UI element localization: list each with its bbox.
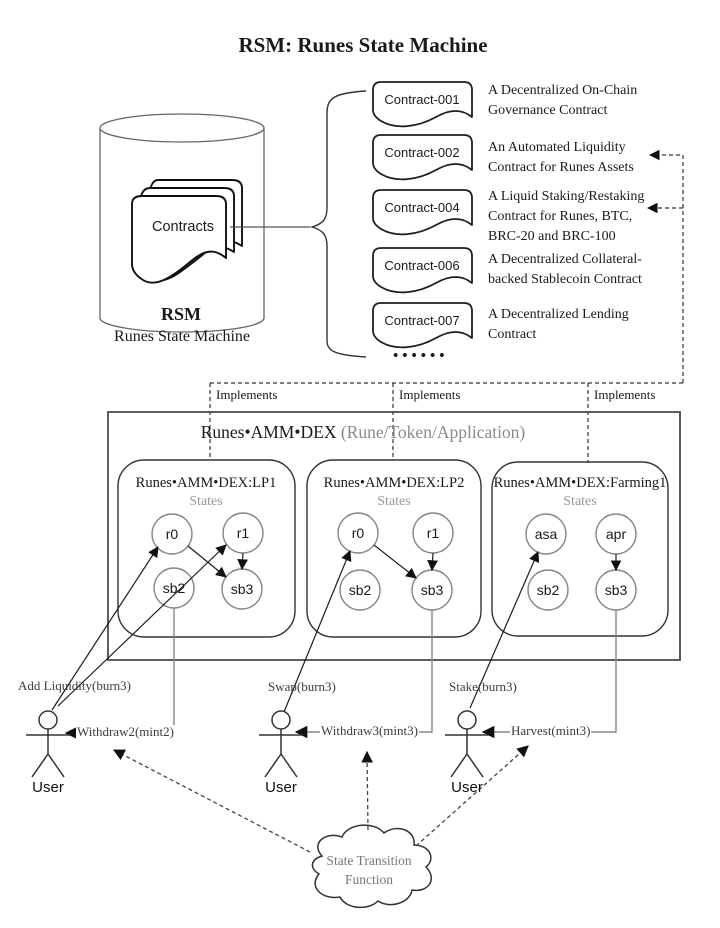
cloud-shape xyxy=(311,824,432,909)
dex-box xyxy=(107,411,681,661)
user-label: User xyxy=(265,779,297,796)
implements-label: Implements xyxy=(216,387,278,402)
action-withdraw2: Withdraw2(mint2) xyxy=(76,724,175,740)
machine-box-lp1 xyxy=(117,459,296,638)
contract-id: Contract-006 xyxy=(384,258,460,273)
state-label: sb2 xyxy=(162,579,186,596)
contract-id: Contract-007 xyxy=(384,313,460,328)
contracts-stack-label: Contracts xyxy=(151,219,215,235)
state-label: r1 xyxy=(426,524,440,541)
machine-boxes xyxy=(117,459,669,638)
state-circle-lp2-sb2 xyxy=(339,569,381,611)
state-label: sb2 xyxy=(536,581,560,598)
cloud-label-line2: Function xyxy=(344,872,394,887)
state-label: sb3 xyxy=(420,581,444,598)
state-label: sb3 xyxy=(230,580,254,597)
state-circle-f1-asa xyxy=(525,513,567,555)
contracts-stack-icon xyxy=(131,179,243,284)
page-title: RSM: Runes State Machine xyxy=(238,33,488,57)
dex-title-main: Runes•AMM•DEX xyxy=(200,422,337,442)
action-harvest: Harvest(mint3) xyxy=(510,723,592,739)
implements-label: Implements xyxy=(399,387,461,402)
contract-feedback-dashed-arrows xyxy=(646,149,684,383)
contract-id: Contract-002 xyxy=(384,145,460,160)
user-figure-3 xyxy=(445,710,489,778)
action-stake: Stake(burn3) xyxy=(449,679,517,694)
dex-box-title: Runes•AMM•DEX (Rune/Token/Application) xyxy=(201,422,526,442)
state-circle-f1-sb2 xyxy=(527,569,569,611)
rsm-name: RSM xyxy=(161,304,201,324)
state-label: apr xyxy=(605,525,627,542)
user-figures xyxy=(26,710,489,778)
state-label: sb3 xyxy=(604,581,628,598)
contracts-brace xyxy=(309,90,367,358)
user-figure-1 xyxy=(26,710,70,778)
state-label: r0 xyxy=(351,524,365,541)
machine-box-lp2 xyxy=(306,459,482,638)
state-label: r1 xyxy=(236,524,250,541)
state-label: sb2 xyxy=(348,581,372,598)
contract-id: Contract-001 xyxy=(384,92,460,107)
states-label: States xyxy=(189,494,223,509)
contract-desc: A Decentralized Collateral- backed Stabl… xyxy=(488,252,642,287)
state-circle-lp2-r0 xyxy=(337,512,379,554)
action-swap: Swap(burn3) xyxy=(268,679,336,694)
states-label: States xyxy=(377,494,411,509)
contract-doc-shapes xyxy=(372,81,473,349)
user-figure-2 xyxy=(259,710,303,778)
machine-box-farming1 xyxy=(491,461,669,637)
contract-desc: An Automated Liquidity Contract for Rune… xyxy=(488,140,634,175)
state-label: r0 xyxy=(165,525,179,542)
machine-name-lp1: Runes•AMM•DEX:LP1 xyxy=(135,475,277,491)
more-contracts-ellipsis: •••••• xyxy=(393,348,449,364)
action-withdraw3: Withdraw3(mint3) xyxy=(320,723,419,739)
state-label: asa xyxy=(534,525,558,542)
machine-name-lp2: Runes•AMM•DEX:LP2 xyxy=(323,475,465,491)
user-label: User xyxy=(451,779,483,796)
cloud-dashed-arrows xyxy=(112,745,529,853)
mint-return-lines xyxy=(64,608,617,740)
implements-dashed-lines xyxy=(209,382,683,463)
machine-name-farming1: Runes•AMM•DEX:Farming1 xyxy=(493,475,667,491)
implements-label: Implements xyxy=(594,387,656,402)
transition-arrows xyxy=(51,544,622,713)
user-label: User xyxy=(32,779,64,796)
states-label: States xyxy=(563,494,597,509)
state-circle-lp1-r0 xyxy=(151,513,193,555)
contract-desc: A Decentralized On-Chain Governance Cont… xyxy=(488,83,638,118)
action-add-liquidity: Add Liquidity(burn3) xyxy=(18,678,132,693)
rsm-caption: Runes State Machine xyxy=(114,328,250,345)
contract-id: Contract-004 xyxy=(384,200,460,215)
state-circles xyxy=(151,512,637,611)
contract-desc: A Liquid Staking/Restaking Contract for … xyxy=(488,189,645,244)
dex-title-paren: (Rune/Token/Application) xyxy=(336,422,526,442)
cloud-label-line1: State Transition xyxy=(326,853,412,868)
contract-desc: A Decentralized Lending Contract xyxy=(488,307,629,342)
